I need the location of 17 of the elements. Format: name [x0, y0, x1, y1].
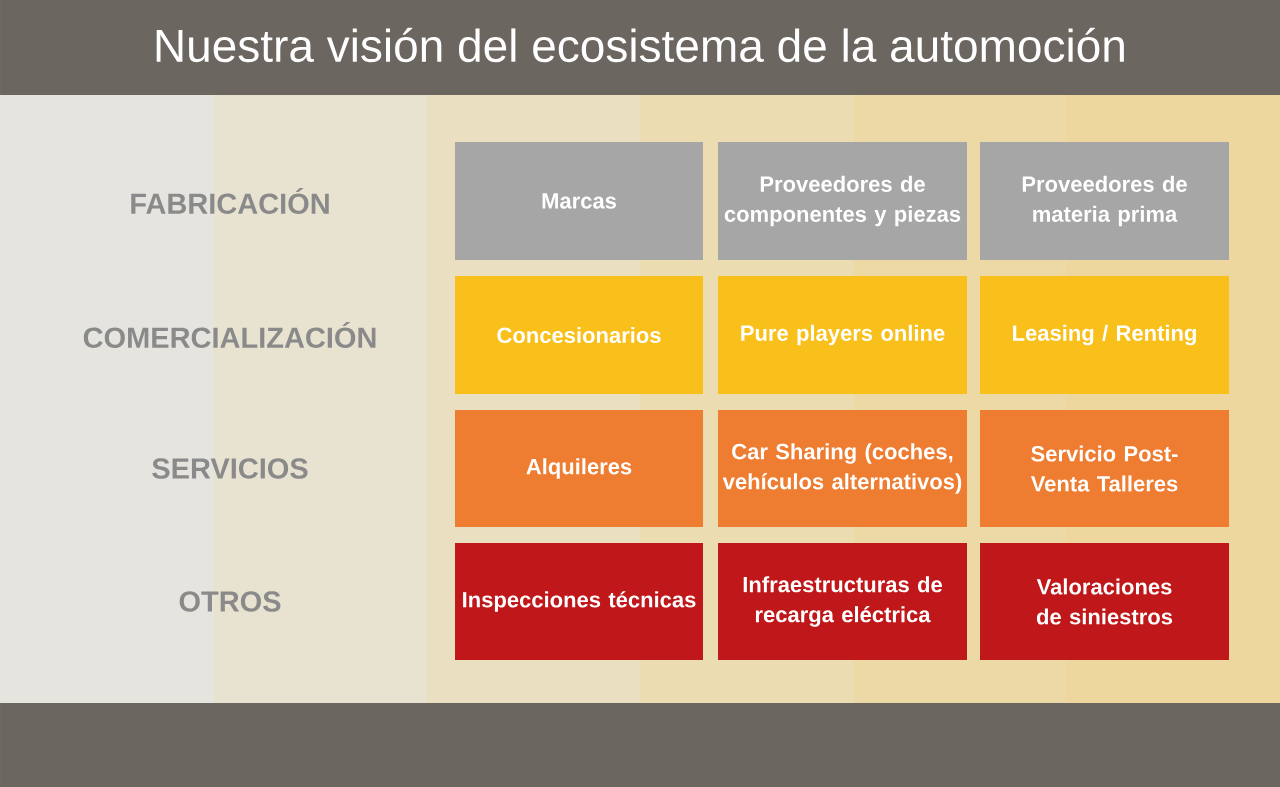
category-box: Inspecciones técnicas: [455, 543, 703, 660]
category-box: Leasing / Renting: [980, 276, 1229, 394]
row-label: SERVICIOS: [152, 458, 308, 479]
row-label: FABRICACIÓN: [131, 188, 329, 214]
row-label: COMERCIALIZACIÓN: [83, 322, 376, 348]
category-box: Servicio Post-Venta Talleres: [980, 410, 1229, 527]
category-box: Car Sharing (coches, vehículos alternativos): [718, 410, 967, 527]
category-box: Proveedores de componentes y piezas: [718, 142, 967, 260]
category-box: Concesionarios: [455, 276, 703, 394]
category-box: Valoraciones de siniestros: [980, 543, 1229, 660]
category-box: Alquileres: [455, 410, 703, 527]
category-box: Proveedores de materia prima: [980, 142, 1229, 260]
title-bar: Nuestra visión del ecosistema de la automoción: [0, 0, 1280, 95]
category-box: Infraestructuras de recarga eléctrica: [718, 543, 967, 660]
category-box: Marcas: [455, 142, 703, 260]
category-box: Pure players online: [718, 276, 967, 394]
row-label: OTROS: [179, 591, 281, 612]
